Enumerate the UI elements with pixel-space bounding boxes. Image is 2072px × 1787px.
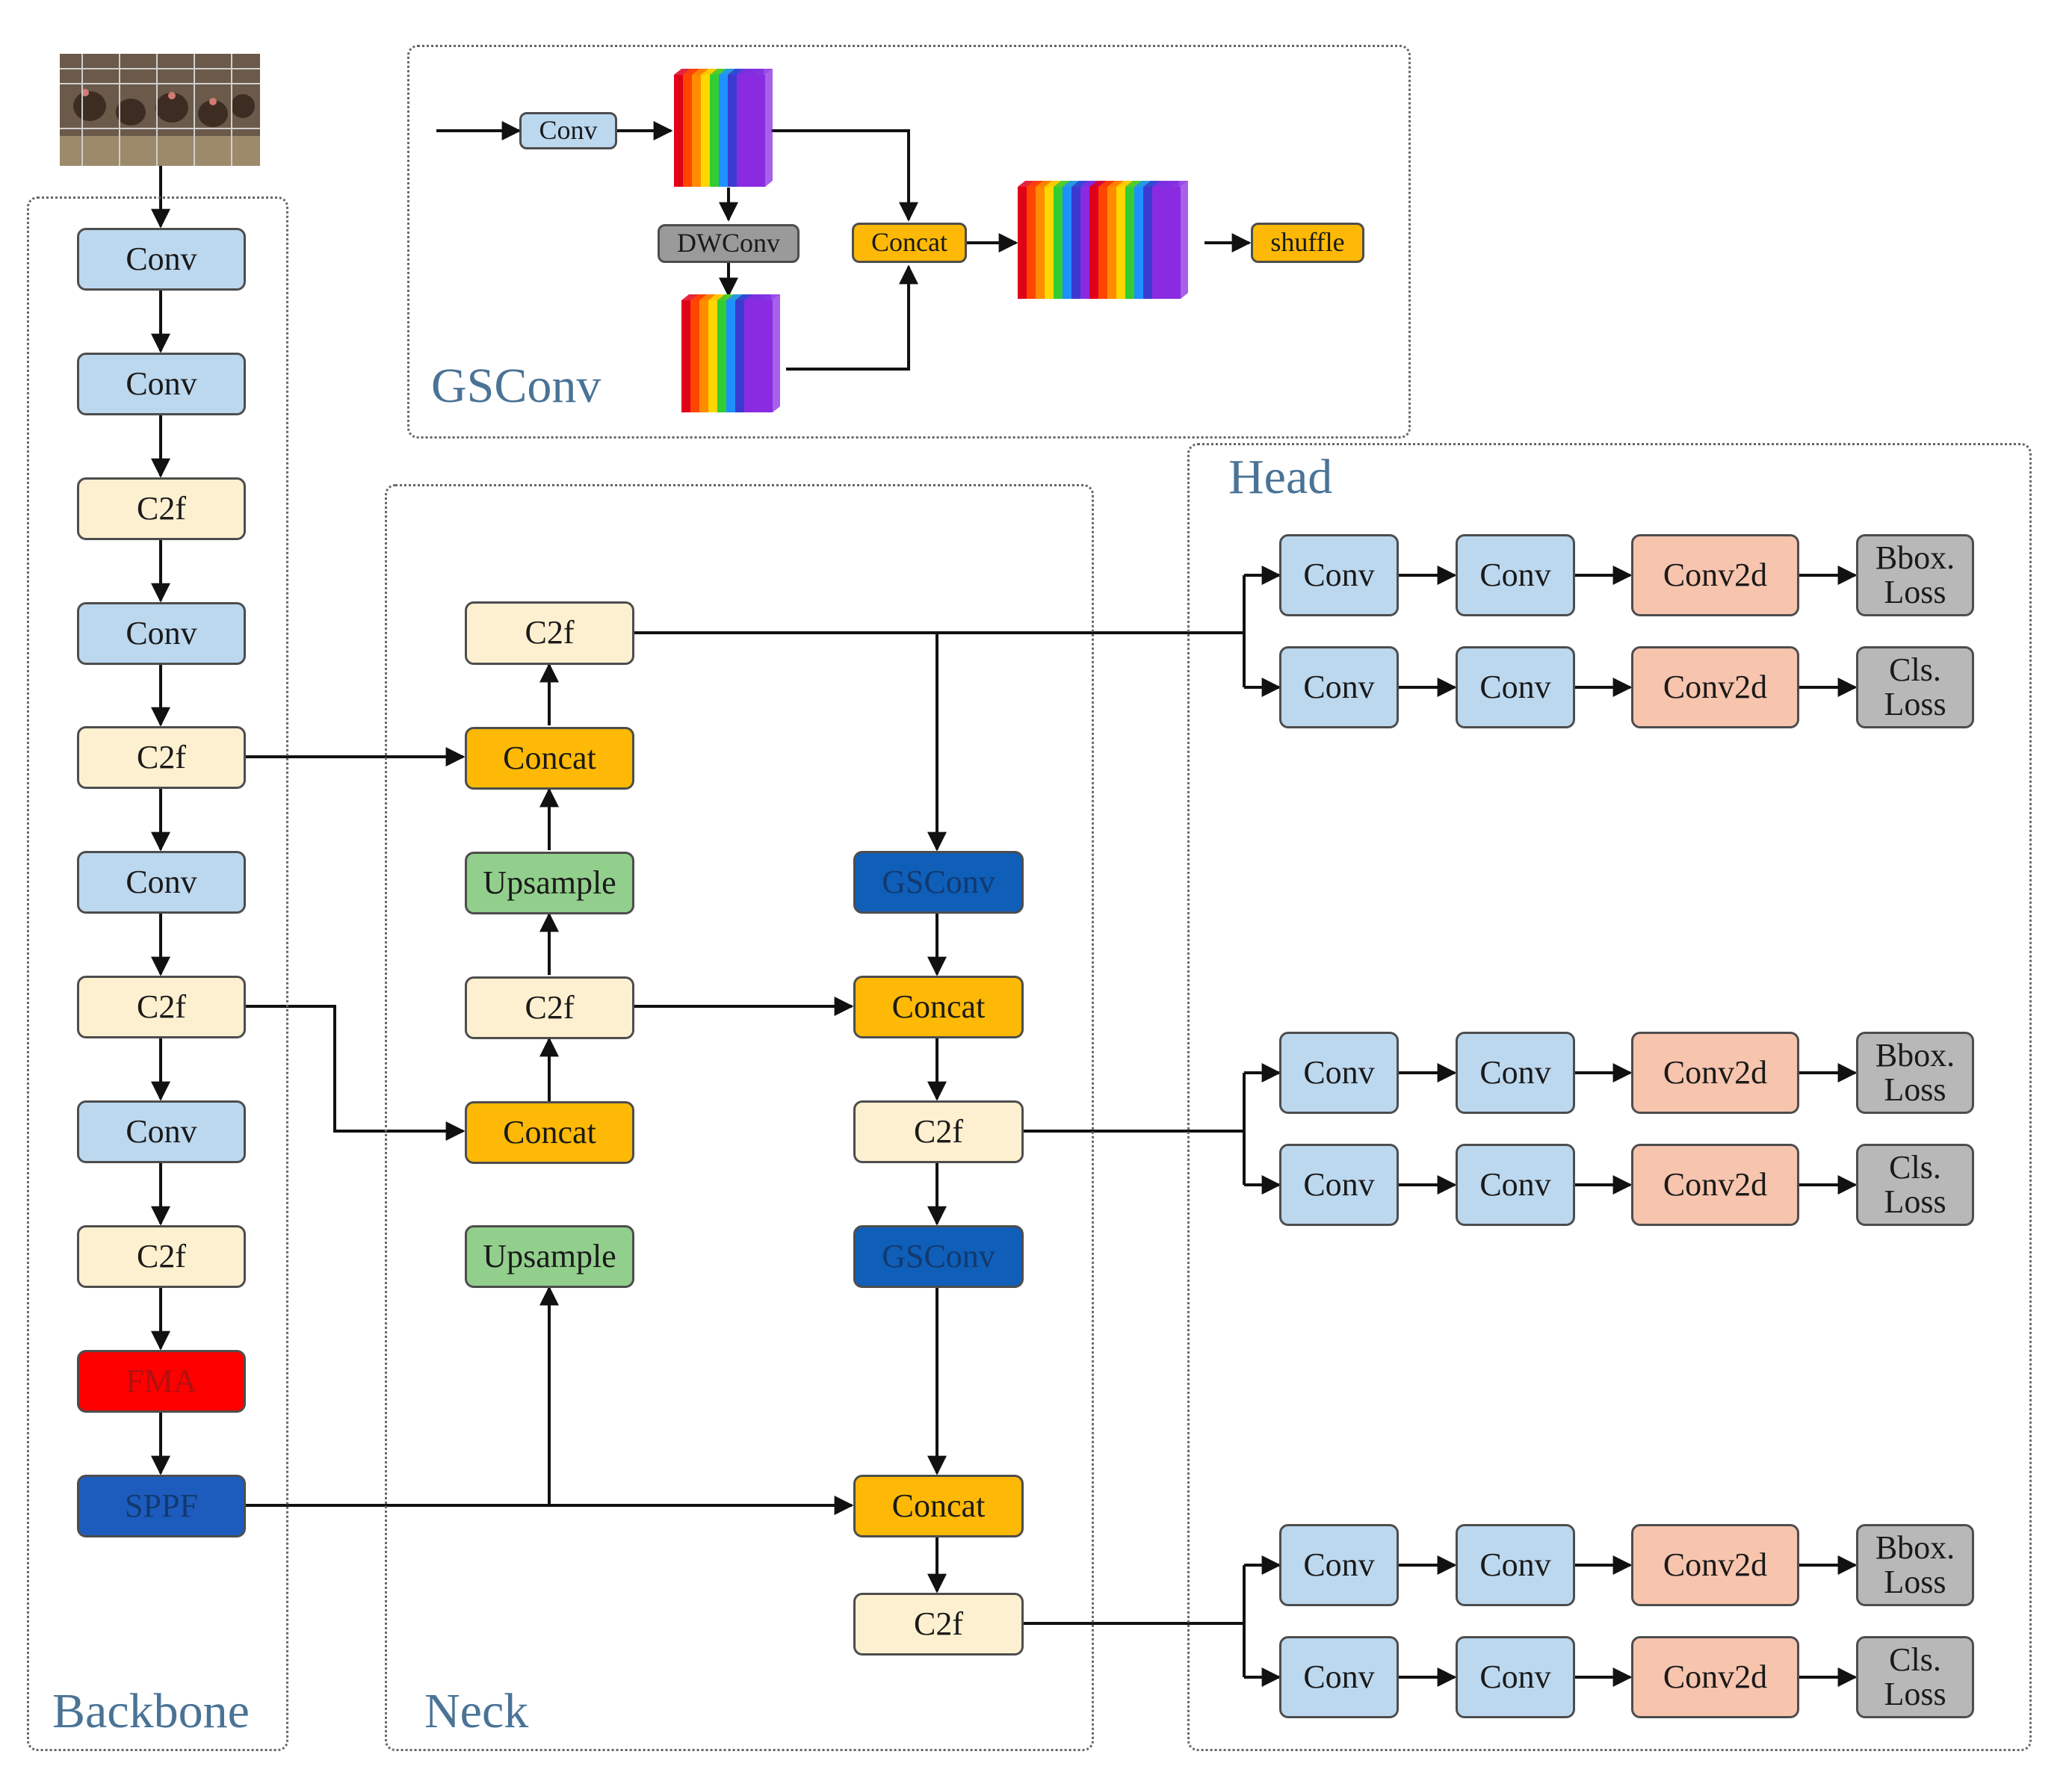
head-g2-row2-conv2d: Conv2d [1631, 1144, 1799, 1226]
feature-map-stack-dwconv-output [681, 294, 780, 412]
feature-map-stack-conv-output [674, 69, 773, 187]
neck-concat-1: Concat [465, 727, 634, 790]
neck-c2f-top: C2f [465, 601, 634, 665]
head-title: Head [1228, 450, 1333, 504]
neck-concat-3: Concat [853, 976, 1024, 1038]
backbone-fma: FMA [77, 1350, 246, 1413]
head-g2-row1-conv-a: Conv [1279, 1032, 1399, 1114]
backbone-conv-4: Conv [77, 851, 246, 914]
head-g1-row1-conv2d: Conv2d [1631, 534, 1799, 616]
head-region [1187, 443, 2032, 1751]
backbone-title: Backbone [52, 1684, 250, 1738]
head-g3-row1-conv2d: Conv2d [1631, 1524, 1799, 1606]
neck-c2f-right: C2f [853, 1100, 1024, 1163]
head-g2-row1-conv-b: Conv [1456, 1032, 1575, 1114]
backbone-c2f-2: C2f [77, 726, 246, 789]
head-g2-bbox-loss: Bbox. Loss [1856, 1032, 1974, 1114]
neck-upsample-2: Upsample [465, 1225, 634, 1288]
conv-output-map-slab [737, 69, 773, 187]
head-g1-row1-conv-a: Conv [1279, 534, 1399, 616]
head-g2-row1-conv2d: Conv2d [1631, 1032, 1799, 1114]
neck-gsconv-2: GSConv [853, 1225, 1024, 1288]
head-g1-row1-conv-b: Conv [1456, 534, 1575, 616]
neck-concat-4: Concat [853, 1475, 1024, 1537]
head-g2-row2-conv-a: Conv [1279, 1144, 1399, 1226]
gsconv-module-conv: Conv [519, 112, 617, 149]
neck-c2f-mid: C2f [465, 976, 634, 1039]
neck-region [385, 484, 1094, 1751]
head-g2-row2-conv-b: Conv [1456, 1144, 1575, 1226]
backbone-c2f-1: C2f [77, 477, 246, 540]
head-g1-bbox-loss: Bbox. Loss [1856, 534, 1974, 616]
head-g3-row2-conv-b: Conv [1456, 1636, 1575, 1718]
gsconv-module-shuffle: shuffle [1251, 223, 1364, 263]
backbone-c2f-4: C2f [77, 1225, 246, 1288]
neck-title: Neck [424, 1684, 529, 1738]
backbone-c2f-3: C2f [77, 976, 246, 1038]
input-image-thumbnail [60, 54, 260, 166]
head-g3-row1-conv-a: Conv [1279, 1524, 1399, 1606]
concat-output-map-slab [1152, 181, 1188, 299]
head-g1-row2-conv-b: Conv [1456, 646, 1575, 728]
backbone-conv-5: Conv [77, 1100, 246, 1163]
feature-map-stack-concat-output [1018, 181, 1188, 299]
backbone-conv-3: Conv [77, 602, 246, 665]
head-g1-cls-loss: Cls. Loss [1856, 646, 1974, 728]
neck-gsconv-1: GSConv [853, 851, 1024, 914]
neck-c2f-bottom: C2f [853, 1593, 1024, 1656]
gsconv-module-dwconv: DWConv [658, 224, 800, 263]
gsconv-module-title: GSConv [431, 359, 602, 413]
head-g2-cls-loss: Cls. Loss [1856, 1144, 1974, 1226]
head-g3-row2-conv2d: Conv2d [1631, 1636, 1799, 1718]
backbone-sppf: SPPF [77, 1475, 246, 1537]
head-g1-row2-conv-a: Conv [1279, 646, 1399, 728]
head-g3-row2-conv-a: Conv [1279, 1636, 1399, 1718]
backbone-conv-2: Conv [77, 353, 246, 415]
gsconv-module-concat: Concat [852, 223, 967, 263]
head-g3-bbox-loss: Bbox. Loss [1856, 1524, 1974, 1606]
backbone-region [27, 196, 288, 1751]
dwconv-output-map-slab [744, 294, 780, 412]
neck-upsample-1: Upsample [465, 852, 634, 914]
gsconv-module-region [407, 45, 1411, 439]
caged-chickens-photo-icon [60, 54, 260, 166]
backbone-conv-1: Conv [77, 228, 246, 291]
neck-concat-2: Concat [465, 1101, 634, 1164]
head-g3-row1-conv-b: Conv [1456, 1524, 1575, 1606]
head-g3-cls-loss: Cls. Loss [1856, 1636, 1974, 1718]
head-g1-row2-conv2d: Conv2d [1631, 646, 1799, 728]
